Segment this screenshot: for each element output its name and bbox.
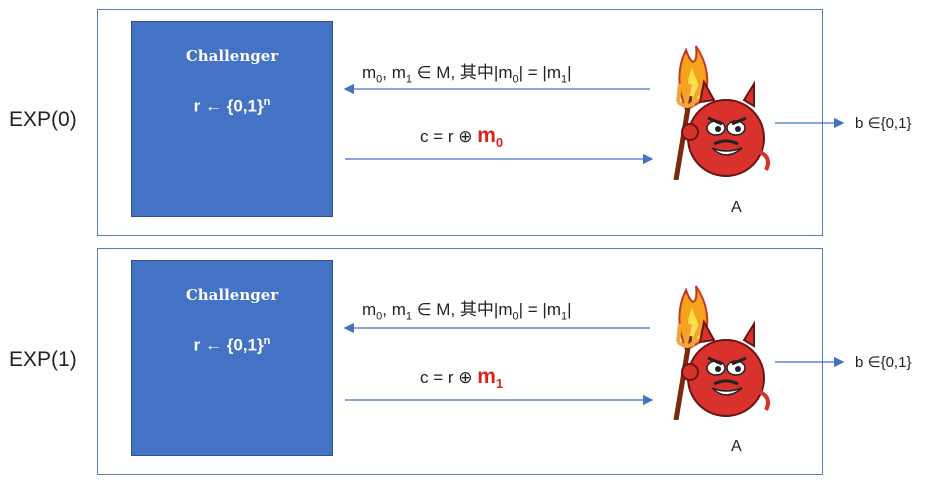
exp1-devil-icon [673,285,770,420]
exp1-message-pair: m0, m1 ∈ M, 其中|m0| = |m1| [362,300,572,323]
exp0-challenger-box: Challenger r ← {0,1}n [131,21,333,217]
exp1-ciphertext: c = r ⊕ m1 [420,365,504,392]
exp1-adversary-label: A [731,438,742,455]
exp1-frame: Challenger r ← {0,1}n [97,248,823,475]
exp1-challenger-key: r ← {0,1}n [193,335,271,355]
exp1-label: EXP(1) [9,348,77,371]
exp0-ciphertext: c = r ⊕ m0 [420,124,504,151]
exp0-guess-output: b ∈{0,1} [855,115,912,132]
exp1-challenger-box: Challenger r ← {0,1}n [131,260,333,456]
exp0-challenger-title: Challenger [185,47,279,65]
exp1-challenger-title: Challenger [185,286,279,304]
exp1-guess-output: b ∈{0,1} [855,354,912,371]
exp0-challenge-message: m0 [477,124,504,151]
exp0-message-pair: m0, m1 ∈ M, 其中|m0| = |m1| [362,63,572,86]
exp0-devil-icon [673,45,770,180]
exp0-label: EXP(0) [9,108,77,131]
exp0-adversary-label: A [731,199,742,216]
exp1-challenge-message: m1 [477,365,504,392]
exp0-challenger-key: r ← {0,1}n [193,96,271,116]
